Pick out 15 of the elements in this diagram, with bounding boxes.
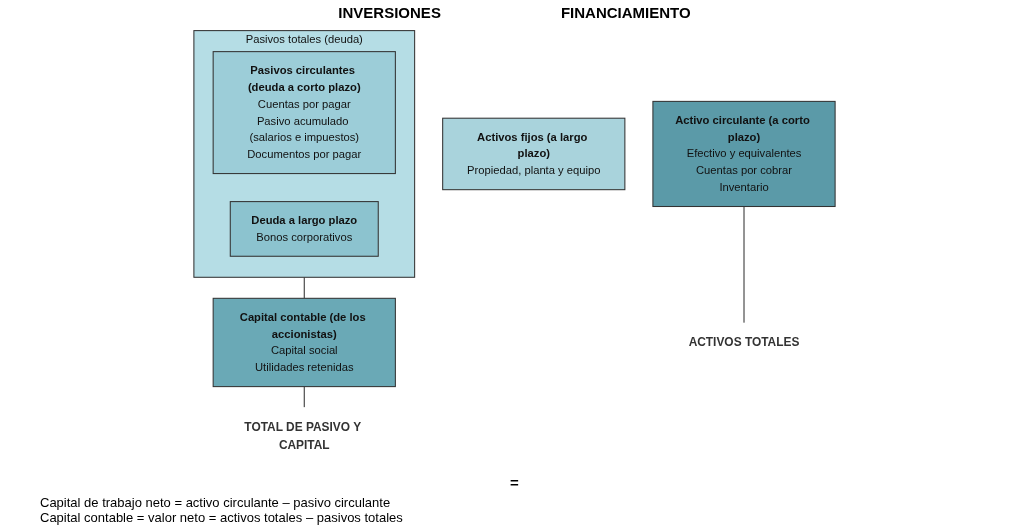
node-box: Activo circulante (a corto plazo) Efectivo y equivalentes Cuentas por cobrar Inventario <box>652 100 836 208</box>
formula-note: Capital contable = valor neto = activos totales – pasivos totales <box>40 510 403 525</box>
node-text: TOTAL DE PASIVO Y CAPITAL <box>244 420 361 452</box>
node-box: Pasivos circulantes (deuda a corto plazo) Cuentas por pagar Pasivo acumulado (salarios e impuestos) Documentos por pagar <box>212 51 396 175</box>
node-box: Capital contable (de los accionistas) Capital social Utilidades retenidas <box>212 297 396 388</box>
formula-note: Capital de trabajo neto = activo circulante – pasivo circulante <box>40 495 392 510</box>
connector <box>303 276 305 299</box>
connector <box>743 205 745 324</box>
node-text: ACTIVOS TOTALES <box>688 335 800 349</box>
column-heading: FINANCIAMIENTO <box>560 4 691 21</box>
equals-sign: = <box>510 474 519 491</box>
node-box: Activos fijos (a largo plazo) Propiedad, planta y equipo <box>442 117 626 191</box>
column-heading: INVERSIONES <box>338 4 441 21</box>
connector <box>303 386 305 409</box>
node-box: Deuda a largo plazo Bonos corporativos <box>229 201 379 257</box>
